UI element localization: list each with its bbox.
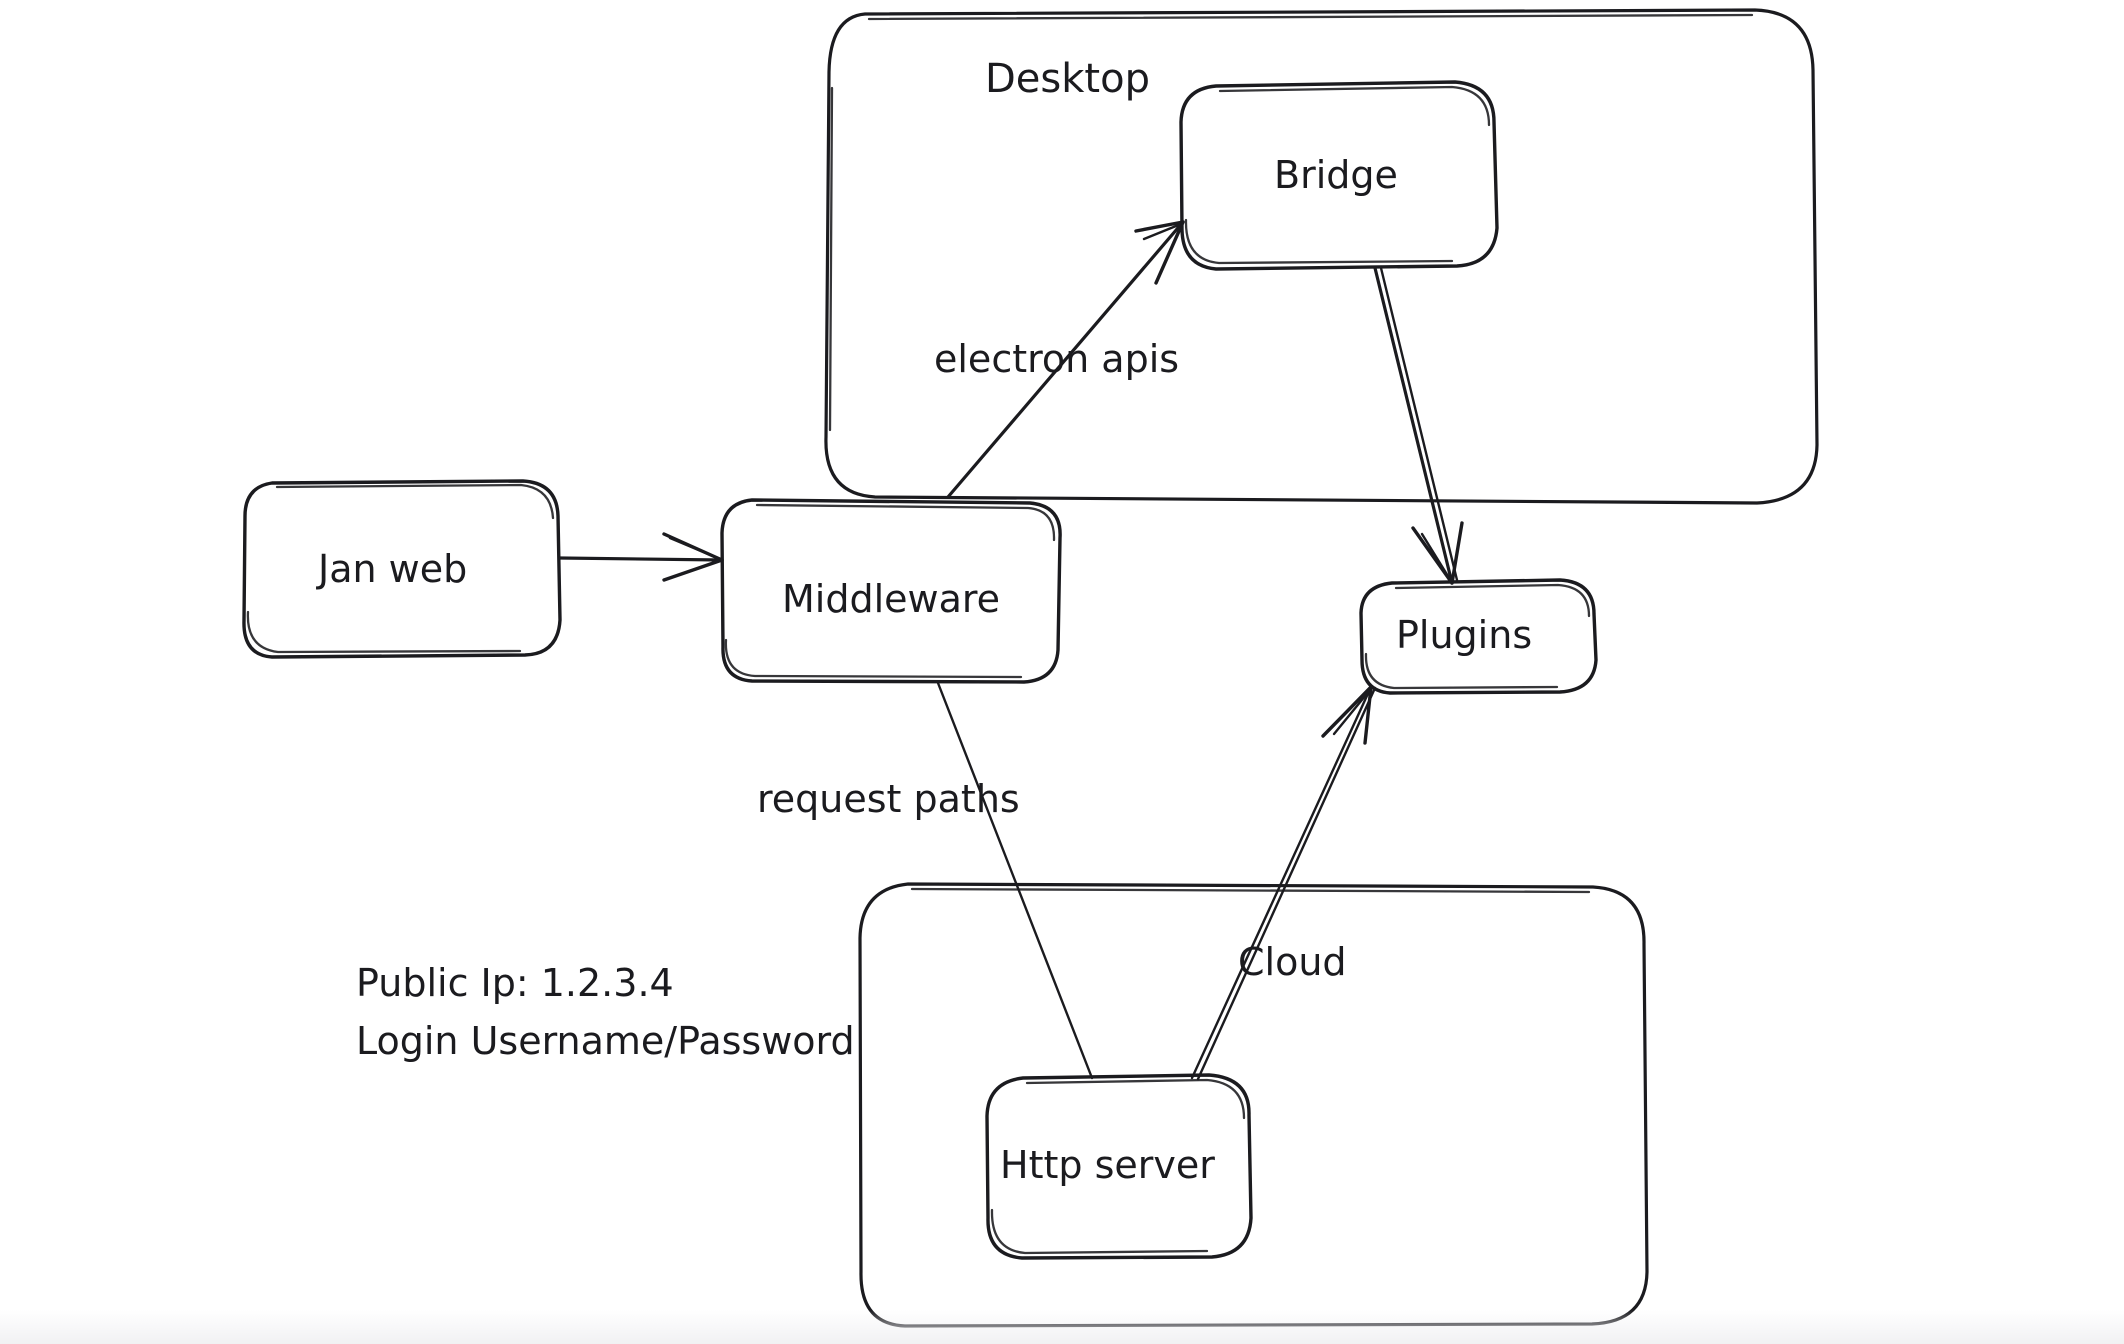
node-http-server[interactable]: Http server (985, 1073, 1253, 1260)
middleware-box-sketch2 (724, 638, 1023, 679)
bridge-to-plugins-arrowhead-right (1450, 521, 1464, 585)
public-ip-note: Public Ip: 1.2.3.4 (356, 961, 674, 1005)
jan-web-box-outline (242, 479, 562, 659)
middleware-to-bridge-arrowhead-upper (1134, 220, 1185, 233)
desktop-container-outline (824, 8, 1819, 505)
http-server-label: Http server (1000, 1143, 1215, 1187)
plugins-box-sketch2 (1364, 652, 1559, 690)
notes-block: Public Ip: 1.2.3.4 Login Username/Passwo… (356, 961, 855, 1063)
http-server-box-sketch2 (990, 1208, 1209, 1255)
node-middleware[interactable]: Middleware (720, 498, 1062, 684)
plugins-label: Plugins (1396, 613, 1532, 657)
middleware-box-sketch (755, 503, 1056, 542)
jan-to-middleware-arrowhead-sketch (668, 536, 722, 561)
bridge-to-plugins-line (1373, 266, 1454, 585)
bridge-box-sketch (1218, 85, 1491, 127)
cloud-container-sketch-top (910, 887, 1591, 894)
edge-bridge-to-plugins[interactable] (1373, 266, 1464, 585)
http-server-box-sketch (1025, 1078, 1246, 1120)
node-plugins[interactable]: Plugins (1359, 578, 1598, 695)
middleware-to-bridge-line (946, 220, 1185, 499)
bridge-to-plugins-arrowhead-sketch (1420, 532, 1453, 583)
plugins-box-outline (1359, 578, 1598, 695)
edge-jan-web-to-middleware[interactable] (558, 532, 724, 582)
edge-middleware-to-bridge[interactable]: electron apis (934, 220, 1185, 499)
http-server-box-outline (985, 1073, 1253, 1260)
cloud-edge-label: Cloud (1238, 940, 1347, 984)
node-bridge[interactable]: Bridge (1179, 80, 1499, 271)
desktop-container-sketch-left (828, 86, 834, 432)
jan-to-middleware-line (558, 556, 724, 562)
bridge-to-plugins-line-sketch (1379, 266, 1459, 582)
jan-web-label: Jan web (316, 547, 467, 591)
bridge-label: Bridge (1274, 153, 1398, 197)
middleware-to-http-line (936, 681, 1094, 1080)
edge-http-server-to-plugins[interactable]: Cloud (1190, 685, 1377, 1081)
jan-web-box-sketch (275, 483, 555, 520)
edge-middleware-to-http-server[interactable]: request paths (757, 681, 1094, 1080)
login-credentials-note: Login Username/Password (356, 1019, 855, 1063)
group-desktop[interactable]: Desktop (824, 8, 1819, 505)
middleware-label: Middleware (782, 577, 1000, 621)
request-paths-edge-label: request paths (757, 777, 1020, 821)
http-to-plugins-line (1190, 685, 1373, 1080)
middleware-to-bridge-arrowhead-lower (1154, 220, 1185, 285)
node-jan-web[interactable]: Jan web (242, 479, 562, 659)
desktop-group-label: Desktop (985, 56, 1150, 102)
desktop-container-sketch-top (867, 13, 1754, 21)
middleware-box-outline (720, 498, 1062, 684)
jan-web-box-sketch2 (246, 610, 522, 654)
middleware-to-bridge-arrowhead-sketch (1142, 222, 1183, 241)
electron-apis-edge-label: electron apis (934, 337, 1179, 381)
jan-to-middleware-arrowhead-lower (662, 558, 724, 582)
bridge-box-sketch2 (1184, 218, 1454, 265)
bridge-box-outline (1179, 80, 1499, 271)
plugins-box-sketch (1394, 583, 1591, 618)
http-to-plugins-arrowhead-sketch (1332, 688, 1372, 736)
http-to-plugins-arrowhead-lower (1321, 685, 1373, 738)
http-to-plugins-line-sketch (1196, 686, 1377, 1081)
http-to-plugins-arrowhead-upper (1363, 685, 1373, 745)
